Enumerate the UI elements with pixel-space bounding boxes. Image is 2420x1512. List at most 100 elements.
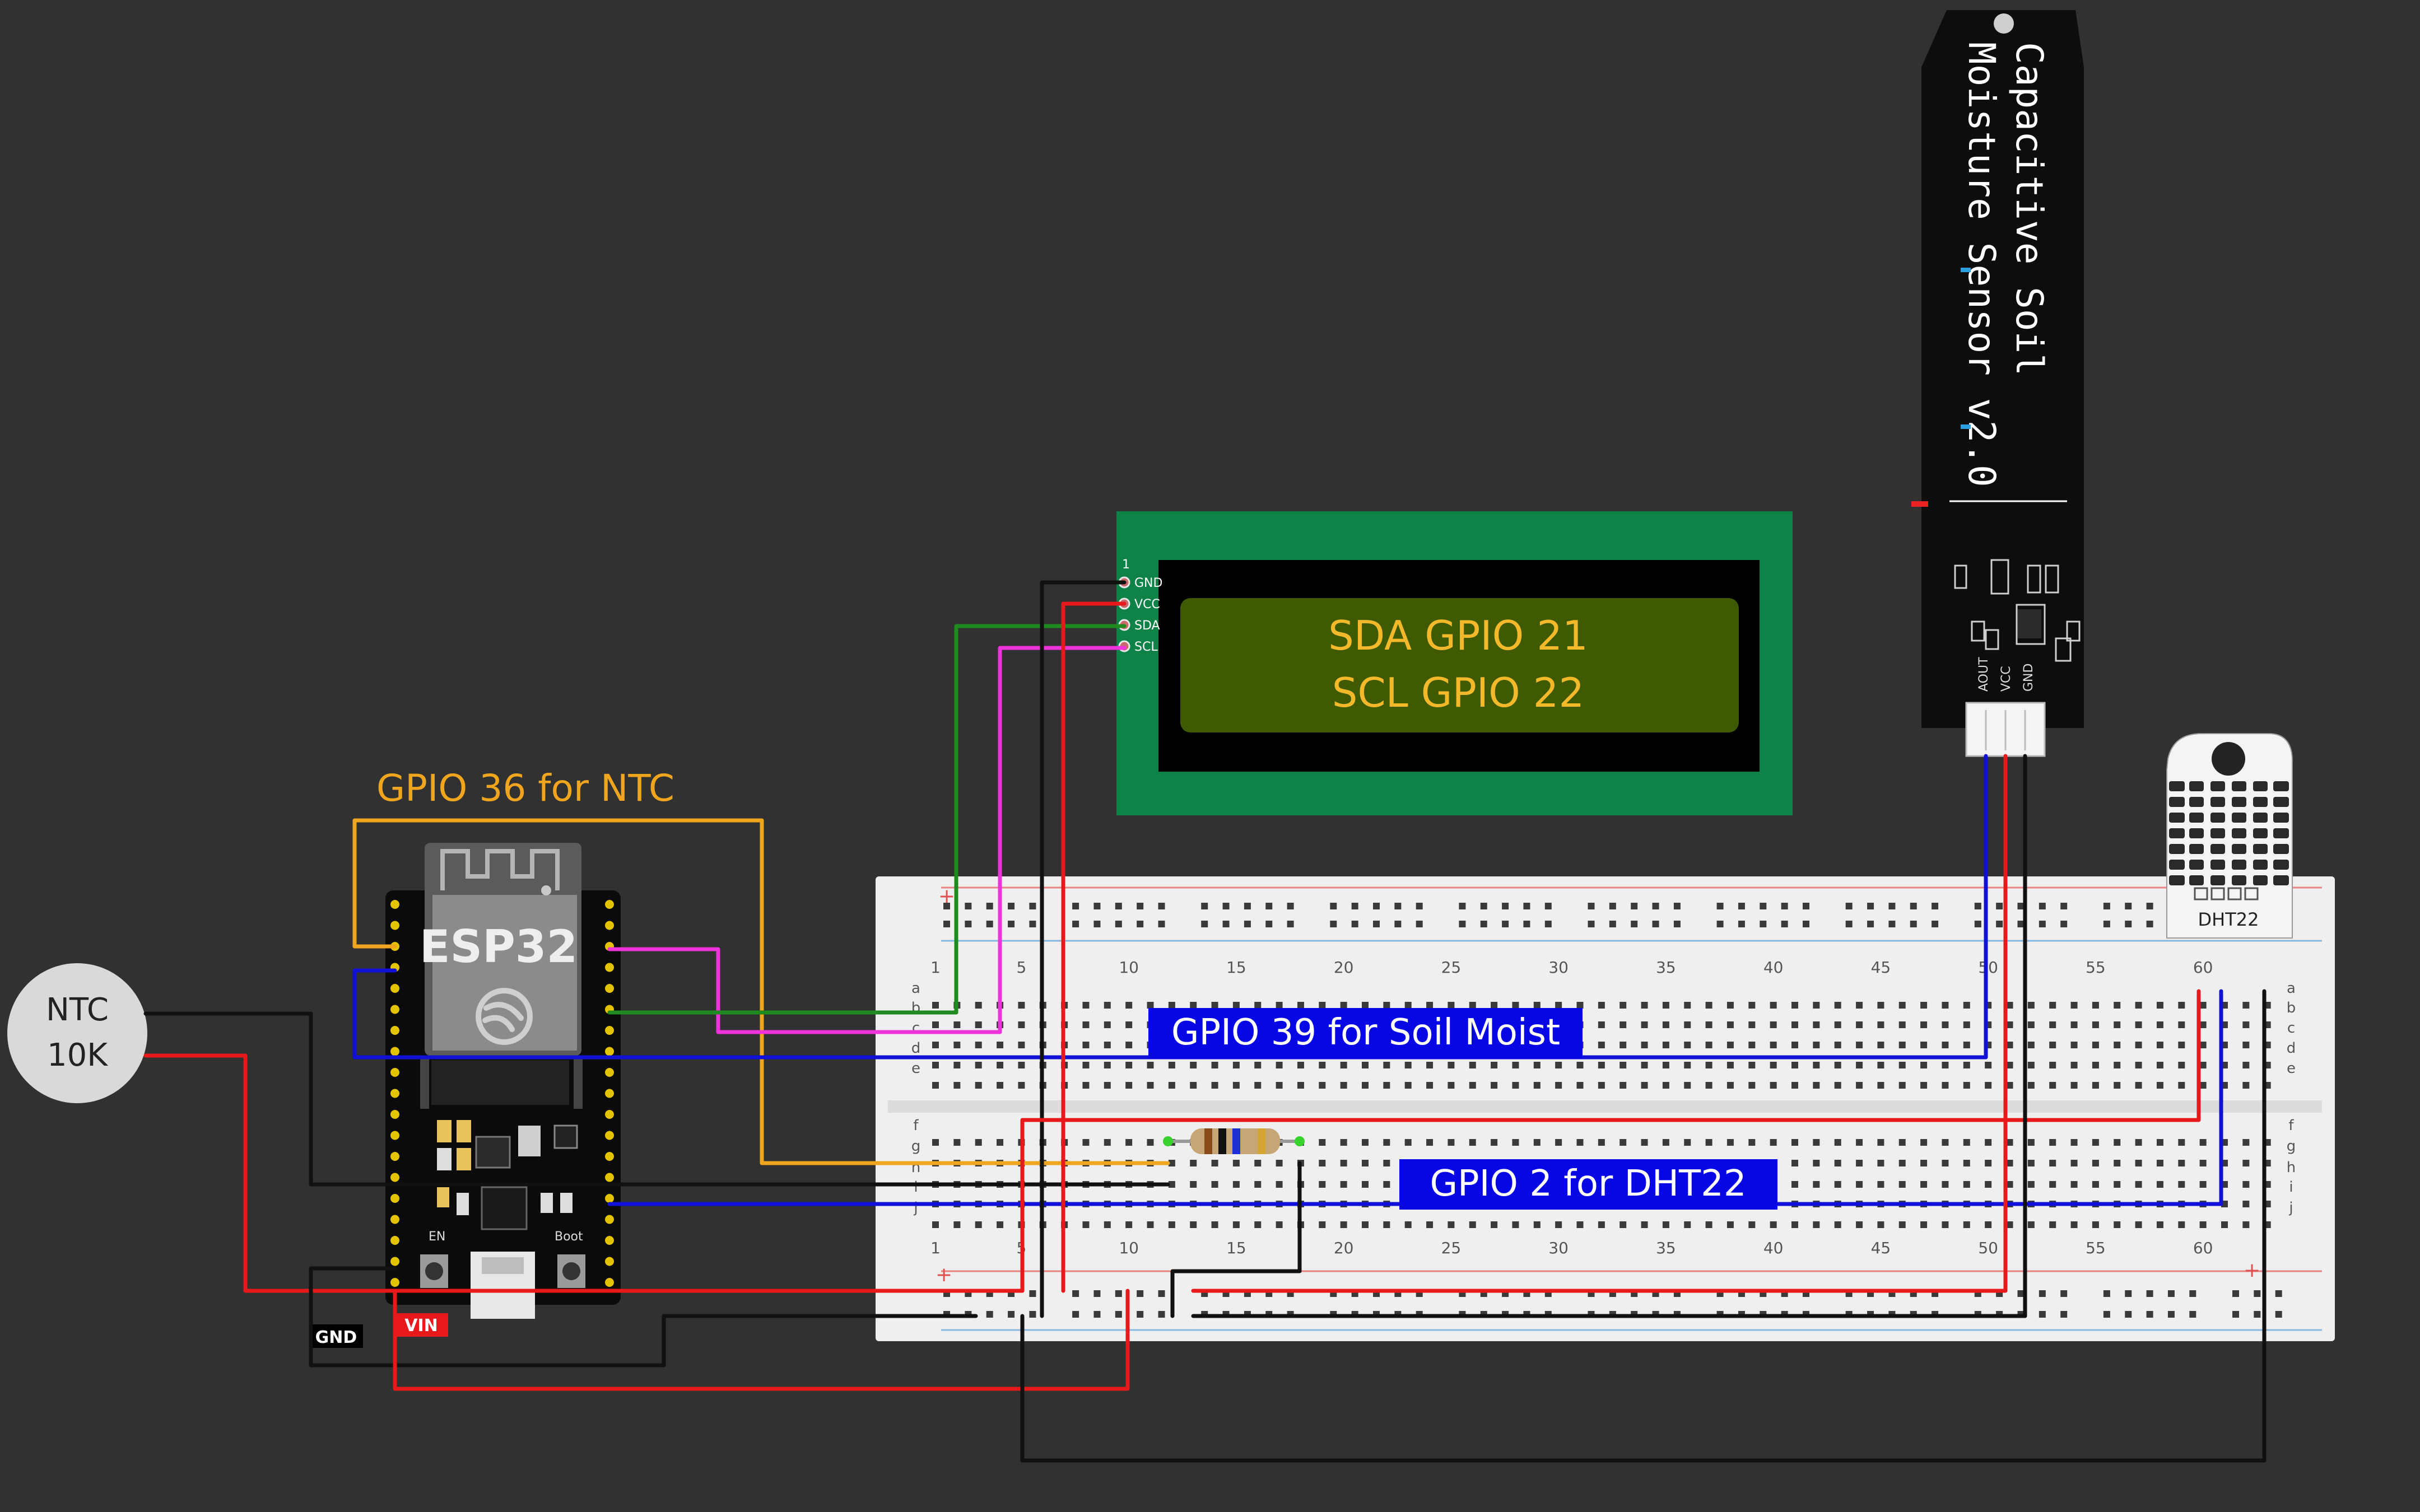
column-number: 45 — [1871, 1239, 1891, 1257]
esp32-pin-right — [605, 921, 614, 930]
usb-port[interactable] — [471, 1252, 535, 1319]
bb-hole — [1813, 1221, 1820, 1228]
bb-hole — [1877, 1160, 1884, 1166]
bb-hole — [1813, 1160, 1820, 1166]
esp32-pin-left — [390, 1215, 399, 1224]
boot-button[interactable] — [557, 1254, 585, 1288]
bb-hole — [932, 1082, 939, 1089]
bb-hole — [1211, 1221, 1218, 1228]
bb-rail-hole — [2232, 1290, 2239, 1297]
bb-hole — [2114, 1181, 2121, 1188]
bb-hole — [1018, 1062, 1025, 1068]
bb-hole — [2070, 1221, 2078, 1228]
bb-hole — [1963, 1042, 1970, 1048]
bb-rail-hole — [1416, 921, 1423, 927]
bb-rail-hole — [1394, 903, 1402, 909]
bb-hole — [953, 1221, 961, 1228]
soil-moisture-sensor[interactable]: Capacitive Soil Moisture Sensor v2.0 AOU… — [1911, 10, 2084, 757]
esp32-smd-parts — [437, 1120, 578, 1230]
bb-hole — [1232, 1082, 1240, 1089]
bb-hole — [1125, 1042, 1133, 1048]
soil-title-line-2: Moisture Sensor v2.0 — [1960, 42, 2003, 487]
soil-pin-gnd: GND — [2022, 664, 2036, 692]
bb-hole — [1856, 1002, 1863, 1009]
bb-rail-hole — [1459, 903, 1466, 909]
bb-hole — [2114, 1082, 2121, 1089]
bb-hole — [1770, 1082, 1777, 1089]
bb-hole — [1297, 1002, 1304, 1009]
dht22-sensor[interactable]: DHT22 — [2166, 733, 2293, 939]
dht-vent — [2253, 860, 2268, 870]
bb-hole — [1920, 1021, 1928, 1028]
bb-hole — [2178, 1082, 2185, 1089]
lcd-1602[interactable]: SDA GPIO 21 SCL GPIO 22 1 GND VCC SDA SC… — [1116, 511, 1793, 815]
bb-hole — [2027, 1062, 2035, 1068]
bb-hole — [1082, 1082, 1090, 1089]
bb-hole — [2135, 1042, 2142, 1048]
bb-hole — [997, 1139, 1004, 1146]
bb-hole — [1104, 1021, 1111, 1028]
bb-hole — [2156, 1221, 2163, 1228]
row-letter: f — [913, 1117, 919, 1134]
bb-hole — [1942, 1002, 1949, 1009]
lcd-pin-index: 1 — [1122, 558, 1130, 572]
resistor[interactable] — [1163, 1128, 1305, 1154]
bb-hole — [1813, 1139, 1820, 1146]
bb-rail-hole — [1867, 903, 1874, 909]
bb-hole — [1104, 1082, 1111, 1089]
esp32-pin-left — [390, 1131, 399, 1140]
bb-hole — [1168, 1082, 1175, 1089]
bb-hole — [1276, 1082, 1283, 1089]
bb-hole — [1340, 1139, 1347, 1146]
column-number: 40 — [1763, 958, 1784, 977]
bb-hole — [1555, 1062, 1562, 1068]
dht-vent — [2232, 813, 2246, 823]
wire-red-lcd — [1061, 601, 1127, 1293]
soil-connector[interactable] — [1965, 702, 2046, 757]
ntc-thermistor[interactable]: NTC 10K — [7, 963, 147, 1103]
dht-vent — [2232, 844, 2246, 854]
bb-hole — [1576, 1002, 1584, 1009]
bb-hole — [1791, 1139, 1798, 1146]
esp32-pin-right — [605, 1215, 614, 1224]
bb-hole — [1898, 1181, 1906, 1188]
bb-hole — [1254, 1082, 1262, 1089]
bb-rail-hole — [2125, 1290, 2132, 1297]
bb-rail-hole — [1373, 903, 1380, 909]
bb-hole — [1726, 1002, 1734, 1009]
mount-hole-icon — [1994, 13, 2014, 34]
esp32-pin-right — [605, 1257, 614, 1266]
bb-rail-hole — [2060, 903, 2068, 909]
dht-gpio-label-text: GPIO 2 for DHT22 — [1430, 1163, 1746, 1205]
esp32-pin-right — [605, 1152, 614, 1161]
bb-hole — [2027, 1002, 2035, 1009]
bb-hole — [1942, 1160, 1949, 1166]
bb-rail-hole — [1072, 921, 1079, 927]
esp32-board[interactable]: ESP32 EN Boot — [385, 843, 621, 1319]
bb-rail-hole — [1137, 1311, 1144, 1318]
bb-hole — [1619, 1139, 1627, 1146]
bb-hole — [1748, 1042, 1756, 1048]
bb-rail-hole — [1738, 921, 1745, 927]
row-letter: j — [2288, 1200, 2293, 1216]
bb-hole — [1254, 1002, 1262, 1009]
bb-hole — [2114, 1139, 2121, 1146]
soil-title-line-1: Capacitive Soil — [2008, 42, 2051, 376]
dht-vent — [2210, 844, 2225, 854]
bb-hole — [1297, 1082, 1304, 1089]
bb-hole — [1254, 1160, 1262, 1166]
bb-rail-hole — [1093, 903, 1101, 909]
bb-hole — [1641, 1042, 1648, 1048]
en-button[interactable] — [420, 1254, 448, 1288]
bb-hole — [2242, 1201, 2250, 1207]
dht-vent — [2169, 797, 2185, 807]
bb-rail-hole — [1459, 921, 1466, 927]
esp32-boot-label: Boot — [555, 1230, 583, 1244]
bb-rail-hole — [1394, 921, 1402, 927]
wire-black-resistor — [1170, 1161, 1302, 1318]
dht22-label: DHT22 — [2198, 909, 2259, 930]
bb-rail-hole — [1115, 1290, 1122, 1297]
bb-hole — [1619, 1021, 1627, 1028]
bb-hole — [1190, 1160, 1197, 1166]
